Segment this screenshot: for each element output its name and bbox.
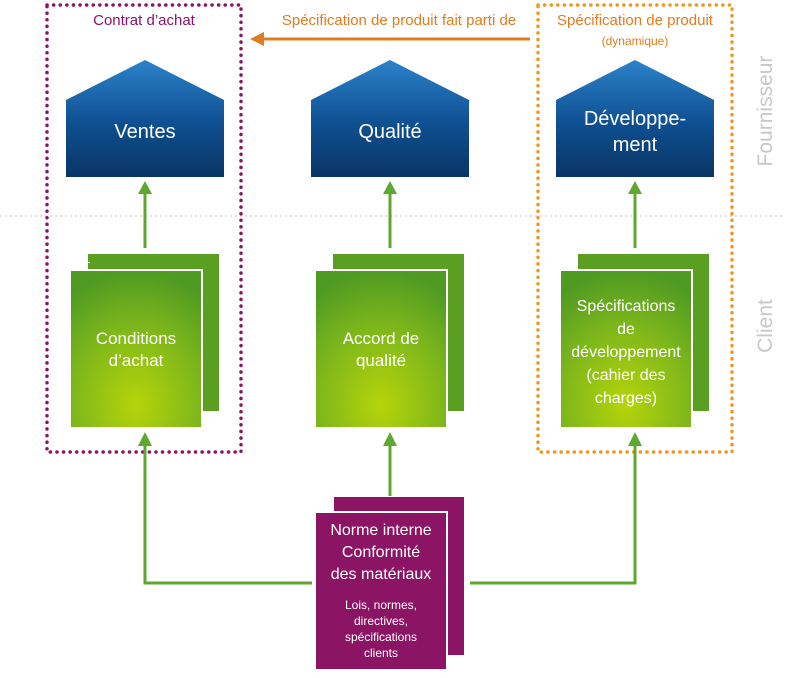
devspec-doc-front <box>559 269 693 429</box>
quality-agreement-label: Accord de qualité <box>315 320 447 380</box>
sales-house <box>66 60 224 177</box>
purchase-conditions-line2: d’achat <box>108 351 164 370</box>
spec-part-of-label: Spécification de produit fait parti de <box>281 12 517 29</box>
standard-title-line1: Norme interne <box>330 522 432 539</box>
dev-spec-line3: développement <box>571 343 681 361</box>
quality-doc-front <box>314 269 448 429</box>
standard-title-line3: des matériaux <box>330 566 432 583</box>
purchase-conditions-label: Conditions d’achat <box>70 320 202 380</box>
conditions-doc-front <box>69 269 203 429</box>
client-region-label: Client <box>754 299 777 353</box>
dev-spec-line2: de <box>617 320 635 338</box>
sales-label: Ventes <box>114 121 176 143</box>
standard-sources-line3: spécifications <box>344 630 418 644</box>
development-label-line1: Développe- <box>583 108 687 130</box>
dev-spec-line5: charges) <box>594 389 658 407</box>
purchase-conditions-line1: Conditions <box>95 329 177 348</box>
standard-title: Norme interne Conformité des matériaux <box>315 517 447 589</box>
product-spec-subtitle: (dynamique) <box>601 34 669 48</box>
arrow-standard-to-dev-spec <box>470 446 637 585</box>
dev-spec-label: Spécifications de développement (cahier … <box>560 292 692 412</box>
quality-label: Qualité <box>358 121 422 143</box>
standard-doc-front <box>314 511 448 671</box>
spec-part-of-arrowhead <box>250 32 264 46</box>
development-label-line2: ment <box>612 134 658 156</box>
standard-sources-line4: clients <box>363 646 398 660</box>
development-label: Développe- ment <box>556 104 714 160</box>
standard-title-line2: Conformité <box>341 544 421 561</box>
purchase-contract-title: Contrat d’achat <box>93 12 195 29</box>
development-house <box>556 60 714 177</box>
standard-sources-line2: directives, <box>353 614 409 628</box>
dev-spec-line1: Spécifications <box>576 297 676 315</box>
standard-sources: Lois, normes, directives, spécifications… <box>315 594 447 664</box>
quality-house <box>311 60 469 177</box>
quality-agreement-line2: qualité <box>355 351 407 370</box>
arrow-standard-to-conditions <box>143 446 312 585</box>
quality-agreement-line1: Accord de <box>342 329 420 348</box>
standard-sources-line1: Lois, normes, <box>344 598 418 612</box>
dev-spec-line4: (cahier des <box>586 366 666 384</box>
product-spec-title: Spécification de produit <box>557 12 713 29</box>
supplier-region-label: Fournisseur <box>754 55 777 167</box>
